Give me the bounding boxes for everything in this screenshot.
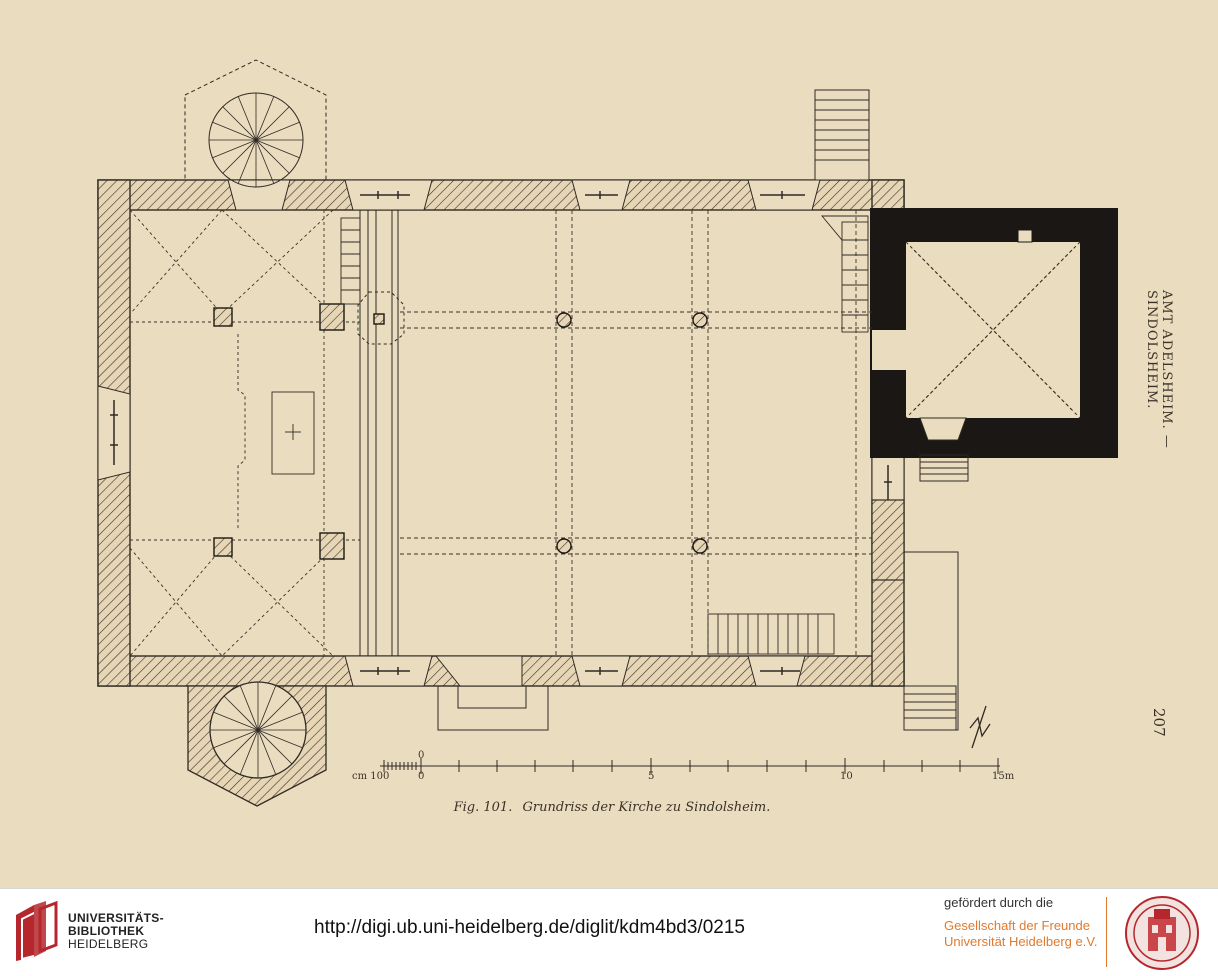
permalink-url[interactable]: http://digi.ub.uni-heidelberg.de/diglit/… xyxy=(314,917,745,938)
altar-area xyxy=(237,334,315,530)
figure-caption: Fig. 101. Grundriss der Kirche zu Sindol… xyxy=(0,800,1218,815)
running-header: AMT ADELSHEIM. — SINDOLSHEIM. xyxy=(1144,290,1174,449)
top-stair xyxy=(814,89,870,181)
scanned-page: cm 100 0 0 5 10 15m AMT ADELSHEIM. — SIN… xyxy=(0,59,1218,815)
footer-divider xyxy=(1106,897,1107,967)
figure-title: Grundriss der Kirche zu Sindolsheim. xyxy=(522,800,771,815)
scale-tick-zero-top: 0 xyxy=(418,750,425,761)
north-arrow-icon xyxy=(969,705,991,749)
internal-stairs xyxy=(340,215,869,655)
stair-tower-bottom xyxy=(187,681,327,807)
stair-tower-top xyxy=(184,59,327,188)
scale-bar xyxy=(380,758,1000,774)
library-name[interactable]: UNIVERSITÄTS- BIBLIOTHEK HEIDELBERG xyxy=(68,912,164,951)
scale-tick-five: 5 xyxy=(648,771,655,782)
pillars xyxy=(213,303,708,560)
library-line-1: UNIVERSITÄTS- xyxy=(68,911,164,925)
choir-arch xyxy=(359,210,399,656)
nave-walls xyxy=(97,179,905,687)
tower xyxy=(870,208,1118,482)
sponsor-line-2: Universität Heidelberg e.V. xyxy=(944,934,1098,949)
library-line-3: HEIDELBERG xyxy=(68,937,149,951)
scale-tick-fifteen: 15m xyxy=(992,771,1015,782)
figure-number: Fig. 101. xyxy=(453,800,513,815)
annex xyxy=(437,551,959,731)
page-number: 207 xyxy=(1150,708,1168,737)
pulpit-octagon xyxy=(357,291,405,345)
sponsor-line-1: Gesellschaft der Freunde xyxy=(944,918,1090,933)
viewer-footer: UNIVERSITÄTS- BIBLIOTHEK HEIDELBERG http… xyxy=(0,888,1218,976)
sponsor-name[interactable]: Gesellschaft der Freunde Universität Hei… xyxy=(944,918,1097,950)
scale-tick-ten: 10 xyxy=(840,771,853,782)
church-floor-plan xyxy=(97,59,1118,807)
university-library-logo-icon[interactable] xyxy=(12,901,60,963)
library-line-2: BIBLIOTHEK xyxy=(68,924,145,938)
scale-unit-label: cm 100 xyxy=(352,771,390,782)
nave-beams xyxy=(400,210,872,656)
sponsor-label: gefördert durch die xyxy=(944,895,1054,910)
choir-vaults xyxy=(129,209,360,657)
window-openings xyxy=(97,179,905,687)
window-crosses xyxy=(110,191,892,675)
scale-tick-zero: 0 xyxy=(418,771,425,782)
university-seal-icon[interactable] xyxy=(1124,895,1200,971)
